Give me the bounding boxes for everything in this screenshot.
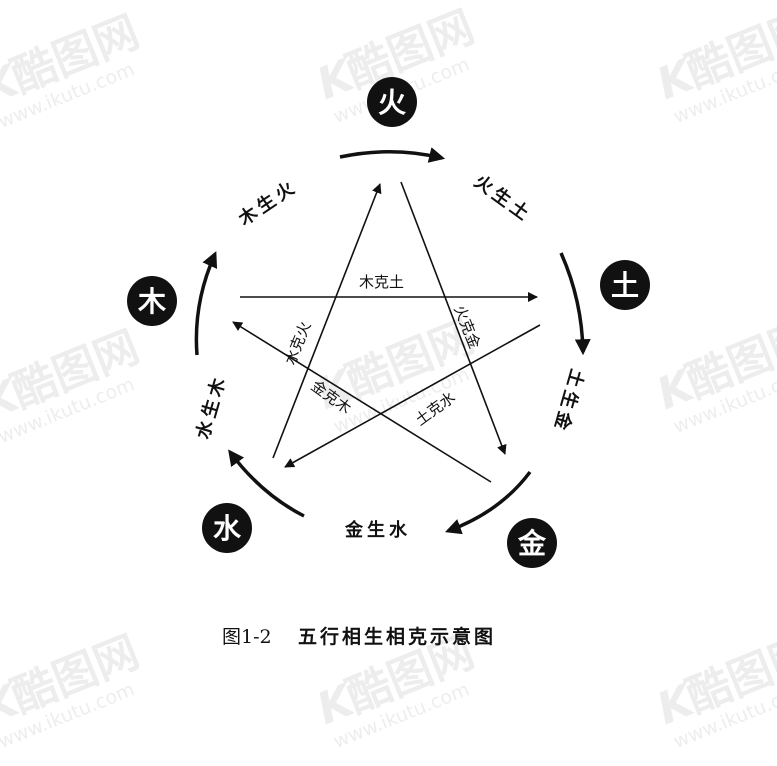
watermark: K 酷图网 www.ikutu.com [0, 626, 146, 753]
line-earth-overcomes-water [284, 324, 541, 468]
line-fire-overcomes-metal [400, 181, 507, 455]
node-earth: 土 [600, 260, 650, 310]
label-wood-generates-fire: 木生火 [234, 175, 302, 231]
node-water: 水 [202, 503, 252, 553]
caption-title: 五行相生相克示意图 [298, 625, 496, 648]
figure-caption: 图1-2 五行相生相克示意图 [222, 625, 496, 648]
element-nodes: 火 土 金 水 木 [127, 77, 650, 568]
node-metal: 金 [507, 518, 557, 568]
watermark: K 酷图网 www.ikutu.com [650, 626, 777, 753]
overcoming-star [232, 181, 541, 483]
node-wood: 木 [127, 276, 177, 326]
label-water-generates-wood: 水生木 [192, 372, 231, 442]
node-earth-label: 土 [611, 269, 639, 302]
arc-earth-to-metal [444, 470, 532, 535]
watermark: K 酷图网 www.ikutu.com [650, 1, 777, 128]
watermark: K 酷图网 www.ikutu.com [650, 311, 777, 438]
node-fire-circle [367, 77, 417, 127]
node-fire-label: 火 [378, 86, 406, 119]
arc-wood-to-fire [339, 147, 446, 163]
node-water-label: 水 [213, 512, 242, 545]
node-metal-label: 金 [517, 527, 547, 560]
arc-metal-to-water [228, 449, 305, 518]
node-water-circle [202, 503, 252, 553]
label-water-overcomes-fire: 水克火 [281, 319, 315, 367]
generating-cycle [194, 147, 591, 535]
watermark: K 酷图网 www.ikutu.com [0, 321, 146, 448]
node-wood-label: 木 [137, 285, 166, 318]
arc-fire-to-earth [559, 252, 591, 356]
label-earth-generates-metal: 土生金 [549, 367, 588, 437]
label-wood-overcomes-earth: 木克土 [359, 273, 404, 291]
watermark: K 酷图网 www.ikutu.com [0, 6, 146, 133]
line-metal-overcomes-wood [232, 321, 492, 483]
line-water-overcomes-fire [272, 183, 382, 459]
label-fire-generates-earth: 火生土 [470, 170, 536, 227]
node-fire: 火 [367, 77, 417, 127]
node-wood-circle [127, 276, 177, 326]
label-metal-generates-water: 金生水 [344, 519, 411, 541]
node-earth-circle [600, 260, 650, 310]
caption-figure-number: 图1-2 [222, 626, 272, 648]
arc-water-to-wood [194, 251, 218, 356]
node-metal-circle [507, 518, 557, 568]
